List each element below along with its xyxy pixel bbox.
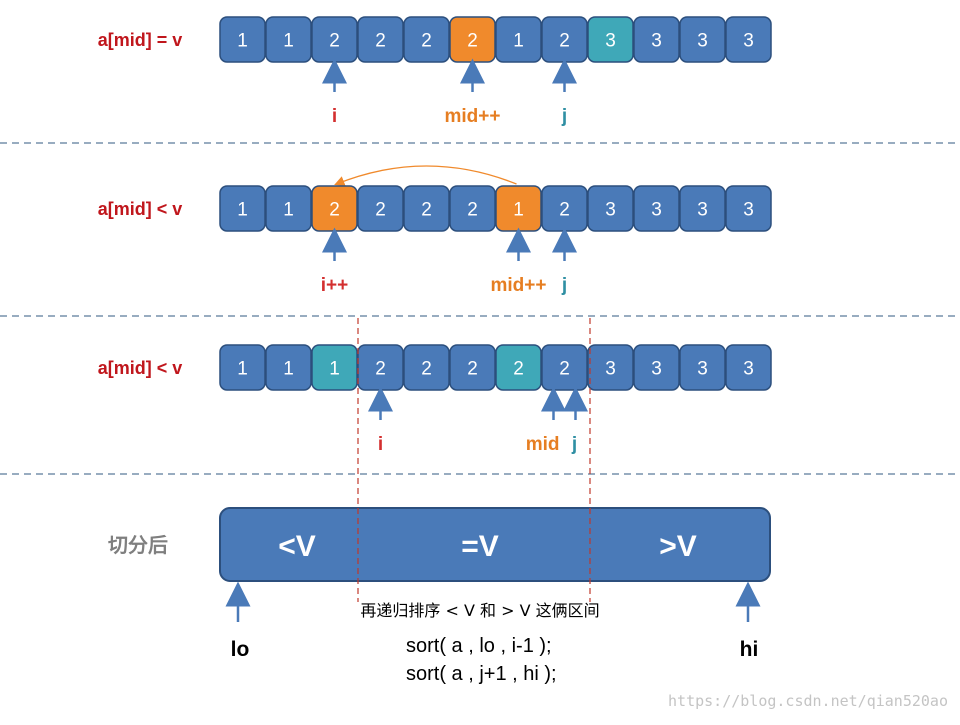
cell-value: 2 <box>421 359 432 380</box>
array-cell <box>633 185 680 232</box>
row-condition: a[mid] < v <box>98 358 183 378</box>
array-cell <box>449 344 496 391</box>
array-cell <box>495 16 542 63</box>
array-cell <box>219 344 266 391</box>
cell-value: 3 <box>697 31 708 52</box>
array-cell <box>587 344 634 391</box>
cell-value: 2 <box>559 200 570 221</box>
array-cell <box>357 16 404 63</box>
pointer-label: i <box>332 106 337 127</box>
cell-value: 1 <box>283 359 294 380</box>
array-cell <box>403 16 450 63</box>
code-line-left: sort( a , lo , i-1 ); <box>406 635 552 657</box>
array-cell <box>403 185 450 232</box>
watermark: https://blog.csdn.net/qian520ao <box>668 692 948 710</box>
cell-value: 3 <box>605 359 616 380</box>
array-cell <box>403 344 450 391</box>
cell-value: 2 <box>375 31 386 52</box>
array-row: a[mid] < v 1 1 2 2 2 2 1 2 3 3 3 3 i++ mid++ j <box>98 165 772 296</box>
array-cell <box>725 16 772 63</box>
array-cell <box>587 16 634 63</box>
array-cell <box>219 16 266 63</box>
pointer-label: i <box>378 434 383 455</box>
array-cell <box>725 185 772 232</box>
swap-arc <box>334 165 517 186</box>
array-rows: a[mid] = v 1 1 2 2 2 2 1 2 3 3 3 3 i mid++ j a[mid] < v 1… <box>98 16 772 455</box>
result-label: 切分后 <box>108 533 168 557</box>
cell-value: 3 <box>605 200 616 221</box>
array-cell <box>311 344 358 391</box>
cell-value: 3 <box>605 31 616 52</box>
cell-value: 3 <box>697 200 708 221</box>
cell-value: 1 <box>513 200 524 221</box>
code-line-right: sort( a , j+1 , hi ); <box>406 663 557 685</box>
array-cell <box>633 344 680 391</box>
cell-value: 1 <box>329 359 340 380</box>
cell-value: 3 <box>743 359 754 380</box>
hi-label: hi <box>740 638 759 661</box>
row-condition: a[mid] = v <box>98 30 183 50</box>
segment-greater-than: >V <box>659 530 697 563</box>
pointer-label: mid <box>526 434 560 455</box>
segment-less-than: <V <box>278 530 316 563</box>
array-row: a[mid] = v 1 1 2 2 2 2 1 2 3 3 3 3 i mid++ j <box>98 16 772 127</box>
segment-equal: =V <box>461 530 499 563</box>
cell-value: 2 <box>421 200 432 221</box>
pointer-label: j <box>561 275 567 296</box>
array-cell <box>725 344 772 391</box>
array-cell <box>587 185 634 232</box>
cell-value: 2 <box>375 359 386 380</box>
pointer-label: j <box>571 434 577 455</box>
cell-value: 2 <box>329 31 340 52</box>
partition-result: 切分后 <V =V >V lo hi 再递归排序 < V 和 > V 这俩区间 … <box>108 507 771 685</box>
cell-value: 3 <box>743 200 754 221</box>
pointer-label: i++ <box>321 275 348 296</box>
cell-value: 2 <box>559 31 570 52</box>
array-cell <box>679 344 726 391</box>
cell-value: 3 <box>743 31 754 52</box>
cell-value: 1 <box>283 31 294 52</box>
cell-value: 1 <box>237 200 248 221</box>
cell-value: 3 <box>651 200 662 221</box>
cell-value: 2 <box>421 31 432 52</box>
cell-value: 1 <box>237 31 248 52</box>
cell-value: 2 <box>467 359 478 380</box>
array-cell <box>357 185 404 232</box>
cell-value: 3 <box>697 359 708 380</box>
cell-value: 2 <box>467 31 478 52</box>
cell-value: 2 <box>513 359 524 380</box>
pointer-label: j <box>561 106 567 127</box>
recursion-note: 再递归排序 < V 和 > V 这俩区间 <box>360 601 599 620</box>
array-cell <box>449 185 496 232</box>
array-cell <box>265 185 312 232</box>
array-cell <box>495 344 542 391</box>
cell-value: 2 <box>559 359 570 380</box>
array-cell <box>679 16 726 63</box>
cell-value: 1 <box>513 31 524 52</box>
cell-value: 3 <box>651 31 662 52</box>
cell-value: 3 <box>651 359 662 380</box>
array-cell <box>679 185 726 232</box>
array-cell <box>633 16 680 63</box>
pointer-label: mid++ <box>445 106 501 127</box>
array-cell <box>219 185 266 232</box>
cell-value: 1 <box>283 200 294 221</box>
pointer-label: mid++ <box>491 275 547 296</box>
array-cell <box>265 344 312 391</box>
cell-value: 1 <box>237 359 248 380</box>
cell-value: 2 <box>467 200 478 221</box>
array-cell <box>265 16 312 63</box>
lo-label: lo <box>231 638 250 661</box>
row-condition: a[mid] < v <box>98 199 183 219</box>
cell-value: 2 <box>329 200 340 221</box>
cell-value: 2 <box>375 200 386 221</box>
